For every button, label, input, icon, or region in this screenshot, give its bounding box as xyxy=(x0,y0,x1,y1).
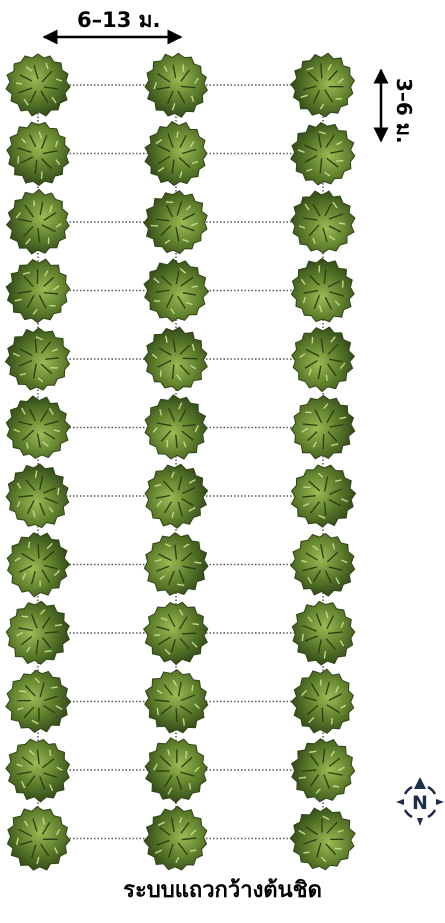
diagram-caption: ระบบแถวกว้างต้นชิด xyxy=(0,872,445,907)
tree-canopy-icon xyxy=(291,191,355,253)
tree-canopy-icon xyxy=(279,453,366,539)
tree-canopy-icon xyxy=(288,531,357,598)
tree-canopy-icon xyxy=(139,596,214,669)
tree-canopy-icon xyxy=(3,394,72,461)
tree-canopy-icon xyxy=(142,461,209,530)
compass-north-icon: N xyxy=(396,777,444,826)
tree-canopy-icon xyxy=(0,591,80,676)
tree-canopy-icon xyxy=(279,246,367,334)
tree-canopy-icon xyxy=(133,384,219,471)
tree-canopy-icon xyxy=(280,796,365,880)
tree-canopy-icon xyxy=(140,802,212,876)
tree-canopy-icon xyxy=(0,316,82,402)
tree-canopy-icon xyxy=(284,46,361,125)
tree-canopy-icon xyxy=(286,664,359,739)
tree-canopy-icon xyxy=(0,183,77,262)
tree-canopy-icon xyxy=(134,660,219,744)
tree-canopy-icon xyxy=(284,320,361,399)
tree-canopy-icon xyxy=(135,319,217,400)
tree-canopy-icon xyxy=(1,734,75,806)
tree-canopy-icon xyxy=(137,252,216,329)
tree-canopy-icon xyxy=(145,122,207,186)
tree-canopy-icon xyxy=(132,520,221,609)
tree-canopy-icon xyxy=(6,54,70,116)
tree-canopy-icon xyxy=(0,250,78,332)
tree-canopy-icon xyxy=(1,527,74,602)
vertical-spacing-label: 3–6 ม. xyxy=(388,78,420,138)
tree-canopy-icon xyxy=(0,659,81,743)
tree-canopy-icon xyxy=(278,589,367,678)
tree-grid xyxy=(0,41,368,883)
horizontal-spacing-label: 6–13 ม. xyxy=(77,4,160,37)
compass-letter: N xyxy=(412,792,428,814)
